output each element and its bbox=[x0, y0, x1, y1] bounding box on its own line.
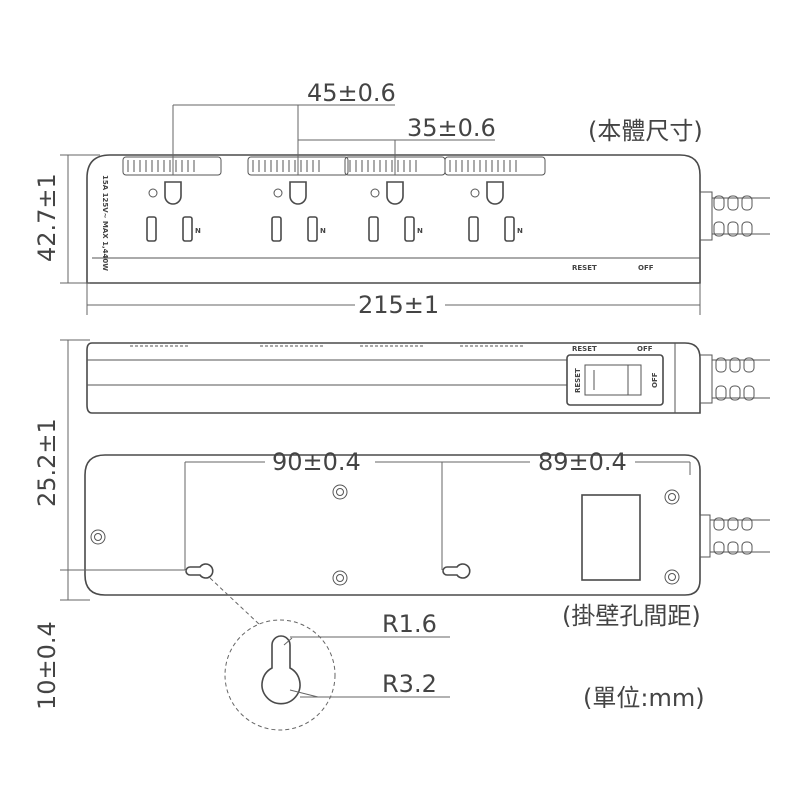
switch-off-label: OFF bbox=[651, 372, 659, 388]
cord-top bbox=[699, 191, 770, 241]
dim-42-7: 42.7±1 bbox=[33, 173, 61, 262]
reset-label: RESET bbox=[572, 264, 597, 272]
cord-side bbox=[699, 354, 770, 404]
keyholes bbox=[185, 563, 471, 579]
dim-89: 89±0.4 bbox=[538, 448, 627, 476]
switch-reset-label: RESET bbox=[574, 368, 582, 393]
rating-text: 15A 125V~ MAX 1,440W bbox=[101, 175, 109, 271]
neutral-label: N bbox=[195, 227, 201, 235]
top-view: N N N N 15A 125V~ MAX 1,440W RESET OFF bbox=[86, 154, 770, 284]
dim-25-2: 25.2±1 bbox=[33, 418, 61, 507]
keyhole-detail: R1.6 R3.2 (單位:mm) bbox=[209, 577, 705, 731]
dim-215: 215±1 bbox=[358, 291, 439, 319]
cord-bottom bbox=[699, 514, 770, 558]
radius-large: R3.2 bbox=[382, 670, 437, 698]
neutral-label: N bbox=[320, 227, 326, 235]
neutral-label: N bbox=[417, 227, 423, 235]
dimension-lines-top: 45±0.6 35±0.6 (本體尺寸) 42.7±1 215±1 bbox=[33, 79, 703, 319]
dim-90: 90±0.4 bbox=[272, 448, 361, 476]
off-label: OFF bbox=[638, 264, 654, 272]
radius-small: R1.6 bbox=[382, 610, 437, 638]
unit-label: (單位:mm) bbox=[583, 684, 705, 712]
outlet: N bbox=[444, 156, 546, 242]
screw-holes bbox=[90, 484, 680, 586]
dim-35: 35±0.6 bbox=[407, 114, 496, 142]
side-reset-label: RESET bbox=[572, 345, 597, 353]
dim-10: 10±0.4 bbox=[33, 621, 61, 710]
neutral-label: N bbox=[517, 227, 523, 235]
bottom-view: 90±0.4 89±0.4 10±0.4 (掛壁孔間距) bbox=[33, 448, 770, 710]
hole-spacing-label: (掛壁孔間距) bbox=[562, 602, 701, 630]
body-size-label: (本體尺寸) bbox=[588, 117, 703, 145]
outlet: N bbox=[122, 156, 222, 242]
dim-45: 45±0.6 bbox=[307, 79, 396, 107]
side-off-label: OFF bbox=[637, 345, 653, 353]
side-view: RESET OFF RESET OFF 25.2±1 bbox=[33, 339, 770, 570]
